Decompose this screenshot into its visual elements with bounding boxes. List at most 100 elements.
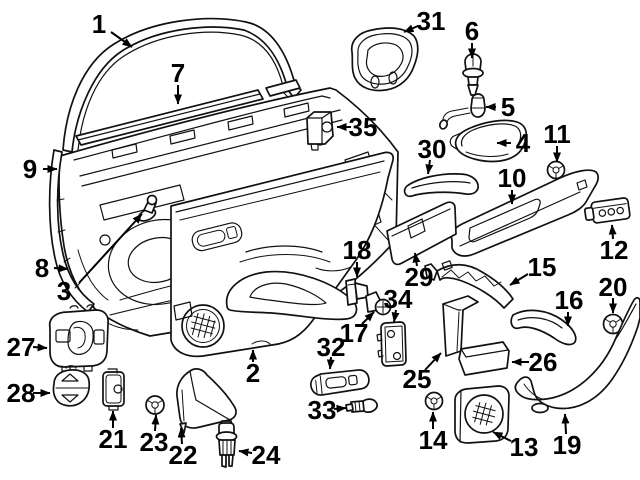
callout-number[interactable]: 2 — [246, 358, 260, 388]
callout-35[interactable]: 35 — [336, 112, 378, 142]
callout-number[interactable]: 21 — [99, 424, 128, 454]
callout-number[interactable]: 13 — [510, 432, 539, 462]
callout-15[interactable]: 15 — [509, 252, 557, 286]
callout-number[interactable]: 20 — [599, 272, 628, 302]
callout-number[interactable]: 27 — [7, 332, 36, 362]
part-29-pull-trim — [386, 201, 457, 266]
part-13-speaker-grille — [454, 385, 510, 444]
callout-number[interactable]: 18 — [343, 235, 372, 265]
callout-number[interactable]: 12 — [600, 235, 629, 265]
callout-24[interactable]: 24 — [238, 440, 281, 470]
callout-number[interactable]: 28 — [7, 378, 36, 408]
callout-number[interactable]: 29 — [405, 262, 434, 292]
callout-19[interactable]: 19 — [553, 413, 582, 460]
callout-number[interactable]: 31 — [417, 6, 446, 36]
callout-arrow — [608, 224, 617, 240]
callout-number[interactable]: 26 — [529, 347, 558, 377]
callout-number[interactable]: 15 — [528, 252, 557, 282]
callout-number[interactable]: 7 — [171, 58, 185, 88]
part-4-inside-handle — [449, 119, 528, 163]
callout-7[interactable]: 7 — [171, 58, 185, 105]
part-18-bracket — [345, 278, 369, 306]
callout-number[interactable]: 25 — [403, 364, 432, 394]
part-33-bulb — [345, 398, 378, 413]
callout-number[interactable]: 33 — [308, 395, 337, 425]
callout-number[interactable]: 14 — [419, 425, 448, 455]
callout-arrow — [412, 252, 421, 267]
callout-26[interactable]: 26 — [511, 347, 558, 377]
callout-number[interactable]: 19 — [553, 430, 582, 460]
part-34-mount-plate — [376, 321, 407, 367]
callout-25[interactable]: 25 — [403, 352, 442, 394]
callout-14[interactable]: 14 — [419, 411, 448, 455]
callout-arrow — [32, 343, 48, 352]
callout-22[interactable]: 22 — [169, 427, 198, 470]
callout-number[interactable]: 9 — [23, 154, 37, 184]
callout-12[interactable]: 12 — [600, 224, 629, 265]
callout-4[interactable]: 4 — [496, 128, 531, 158]
callout-number[interactable]: 34 — [384, 284, 413, 314]
callout-number[interactable]: 35 — [349, 112, 378, 142]
callout-32[interactable]: 32 — [317, 332, 346, 370]
callout-8[interactable]: 8 — [35, 253, 69, 283]
callout-arrow — [78, 213, 143, 284]
callout-number[interactable]: 23 — [140, 427, 169, 457]
part-11-clip — [546, 160, 566, 180]
part-14-clip — [424, 391, 444, 411]
callout-number[interactable]: 22 — [169, 440, 198, 470]
callout-arrow — [53, 264, 69, 273]
callout-arrow — [391, 309, 400, 323]
callout-number[interactable]: 30 — [418, 134, 447, 164]
callout-10[interactable]: 10 — [498, 163, 527, 205]
part-32-switch-bezel — [310, 369, 370, 396]
callout-number[interactable]: 24 — [252, 440, 281, 470]
callout-17[interactable]: 17 — [340, 311, 375, 348]
part-22-pocket-bracket — [176, 368, 237, 434]
part-16-handle-cover — [510, 309, 577, 346]
callout-number[interactable]: 4 — [516, 128, 531, 158]
callout-28[interactable]: 28 — [7, 378, 51, 408]
callout-number[interactable]: 17 — [340, 318, 369, 348]
callout-6[interactable]: 6 — [465, 16, 479, 59]
part-7-beltline-molding — [75, 79, 301, 146]
callout-13[interactable]: 13 — [492, 431, 539, 462]
callout-21[interactable]: 21 — [99, 410, 128, 454]
part-31-grommet-seal — [350, 27, 419, 92]
part-2-door-trim-panel — [170, 151, 394, 358]
callout-number[interactable]: 10 — [498, 163, 527, 193]
part-24-bulb-socket — [215, 420, 238, 468]
callout-18[interactable]: 18 — [343, 235, 372, 278]
callout-number[interactable]: 32 — [317, 332, 346, 362]
callout-27[interactable]: 27 — [7, 332, 48, 362]
callout-arrow — [509, 273, 529, 286]
callout-number[interactable]: 11 — [543, 119, 571, 149]
part-10-upper-trim — [450, 169, 600, 257]
callout-33[interactable]: 33 — [308, 395, 347, 425]
callout-2[interactable]: 2 — [246, 349, 260, 388]
callout-20[interactable]: 20 — [599, 272, 628, 314]
callout-30[interactable]: 30 — [418, 134, 447, 175]
callout-1[interactable]: 1 — [92, 9, 133, 48]
callout-number[interactable]: 5 — [501, 92, 515, 122]
part-17-ball-stud — [365, 291, 392, 316]
callout-3[interactable]: 3 — [57, 213, 143, 306]
callout-31[interactable]: 31 — [403, 6, 446, 36]
callout-number[interactable]: 1 — [92, 9, 106, 39]
callout-9[interactable]: 9 — [23, 154, 58, 184]
callout-arrow — [333, 404, 347, 413]
callout-number[interactable]: 16 — [555, 285, 584, 315]
callout-34[interactable]: 34 — [384, 284, 413, 323]
callout-number[interactable]: 6 — [465, 16, 479, 46]
part-21-switch-blank — [102, 368, 125, 411]
callout-number[interactable]: 3 — [57, 276, 71, 306]
callout-11[interactable]: 11 — [543, 119, 571, 163]
callout-23[interactable]: 23 — [140, 414, 169, 457]
callout-16[interactable]: 16 — [555, 285, 584, 327]
callout-5[interactable]: 5 — [485, 92, 515, 122]
callout-number[interactable]: 8 — [35, 253, 49, 283]
callout-29[interactable]: 29 — [405, 252, 434, 292]
callout-arrow — [326, 356, 335, 370]
callout-arrow — [561, 413, 570, 435]
